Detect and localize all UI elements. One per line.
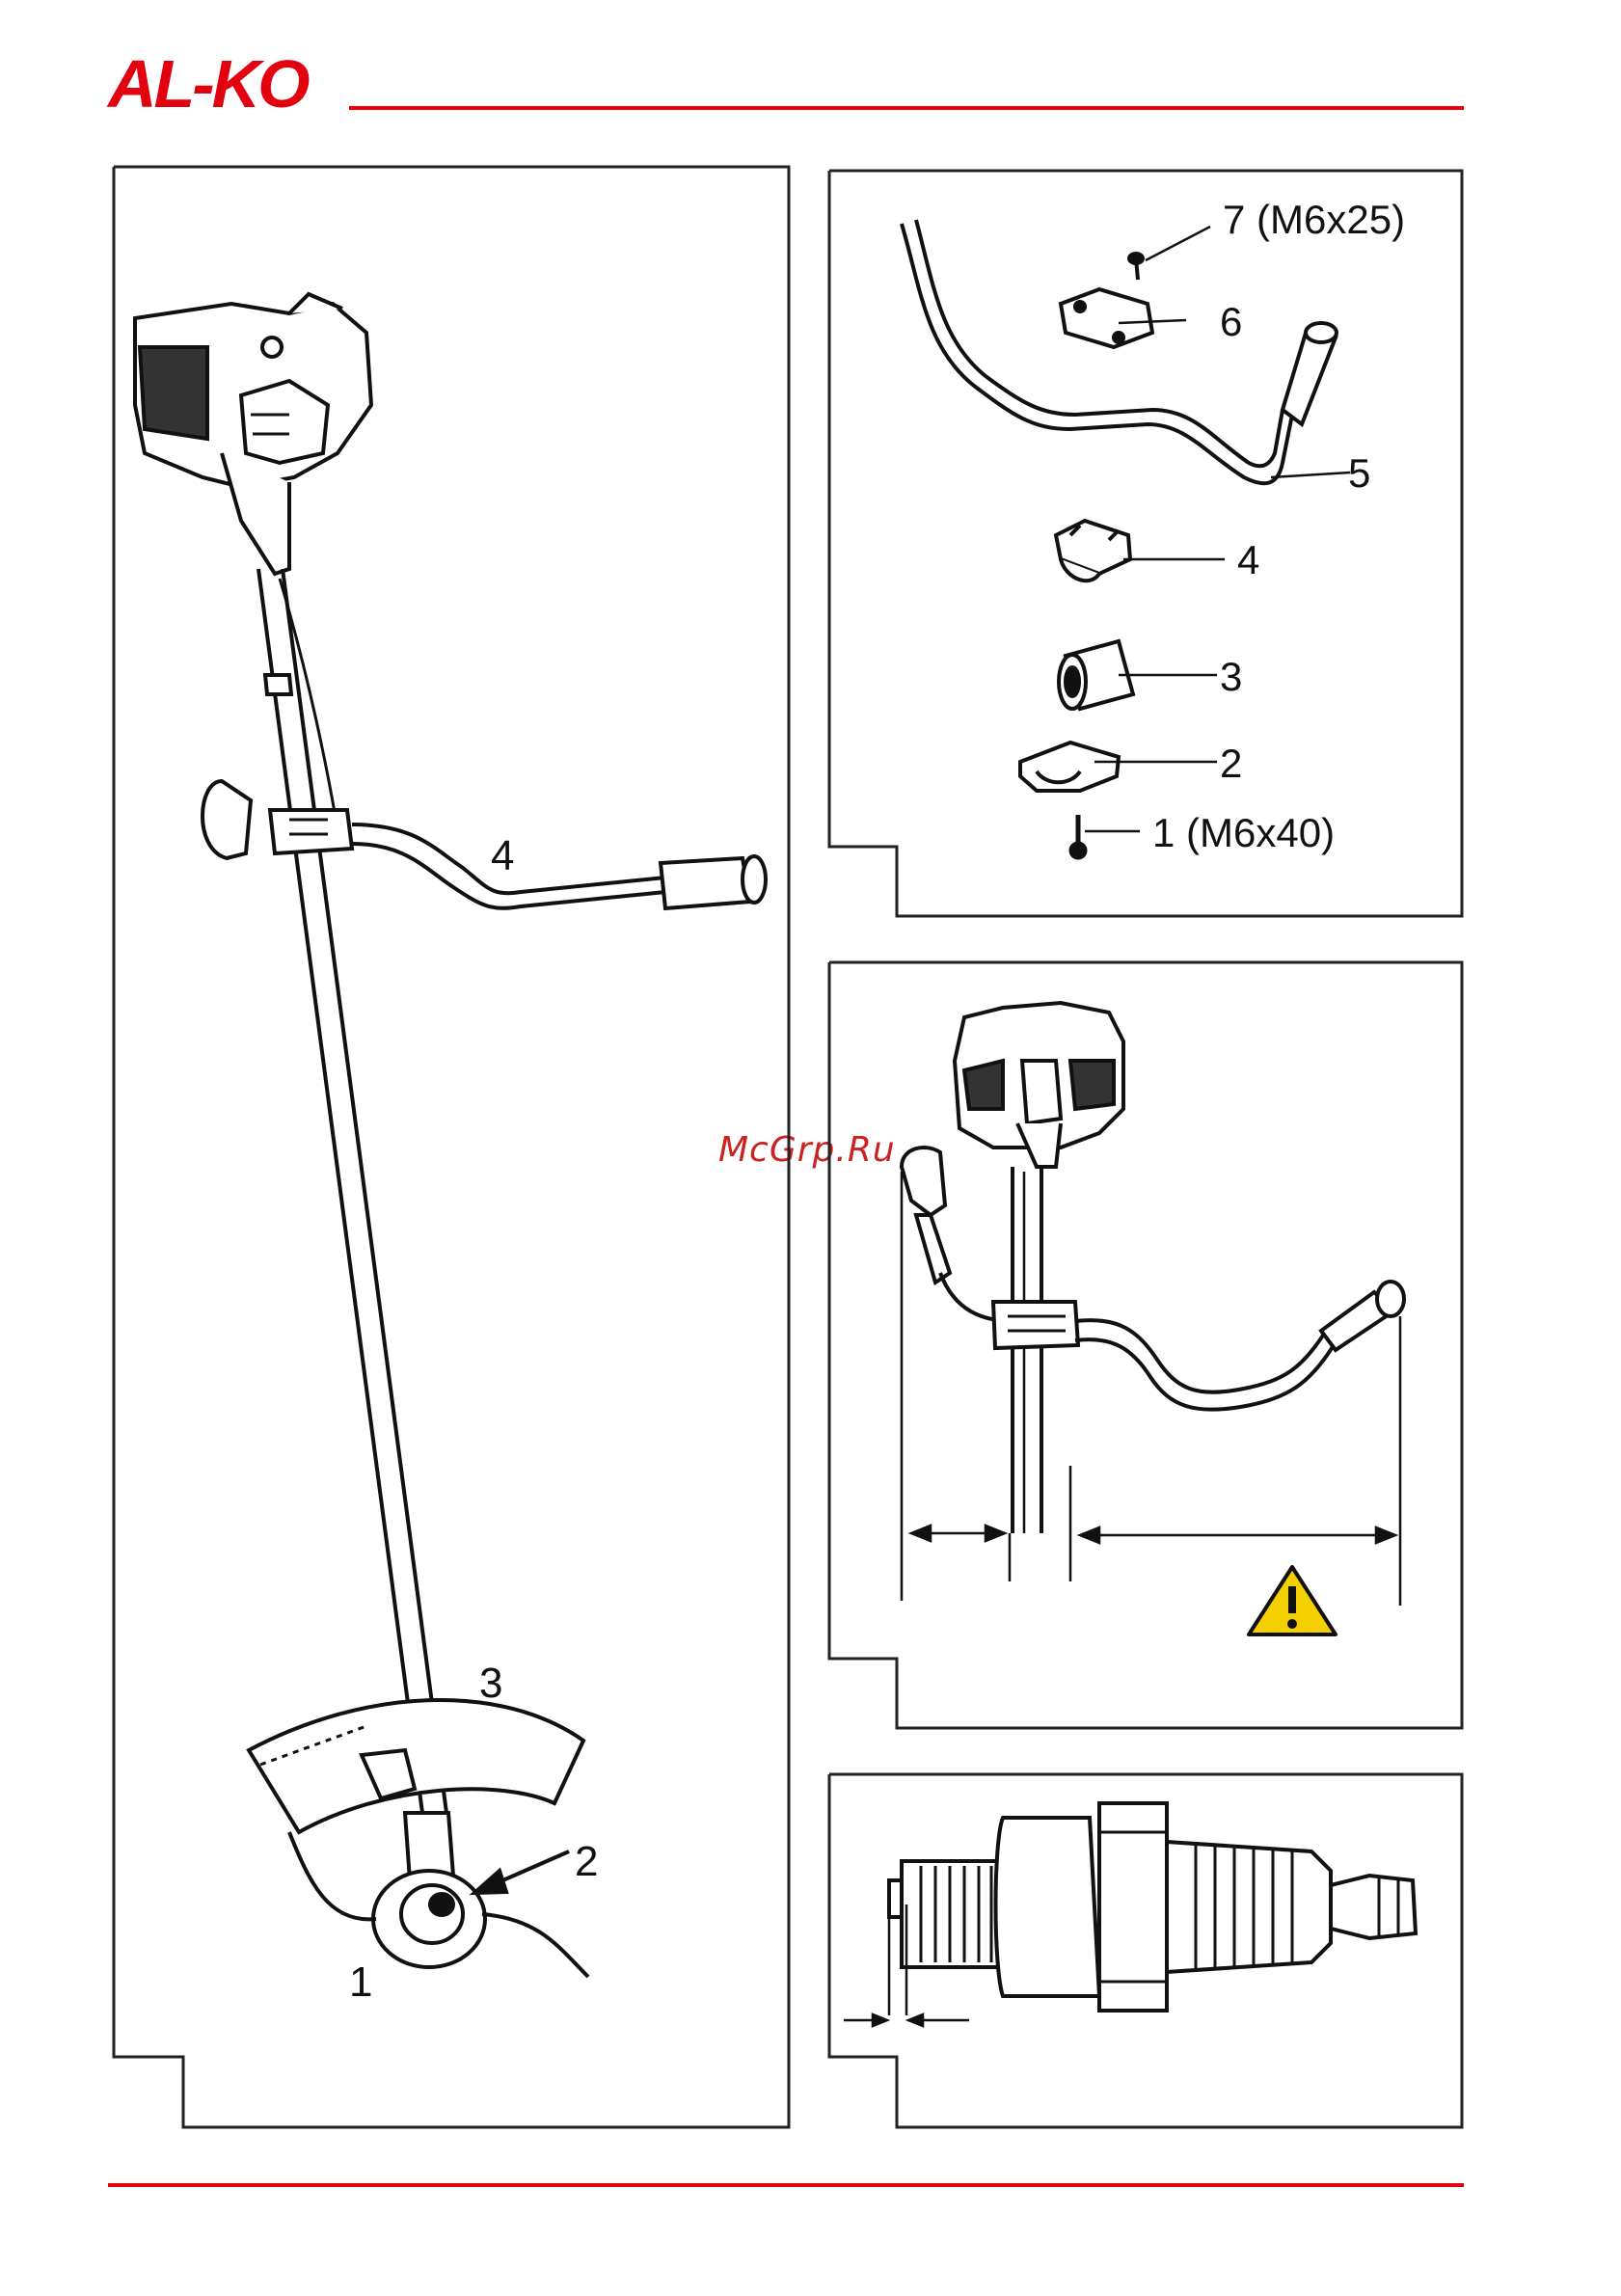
- spark-plug-icon: [889, 1803, 1416, 2011]
- footer-rule: [108, 2183, 1464, 2187]
